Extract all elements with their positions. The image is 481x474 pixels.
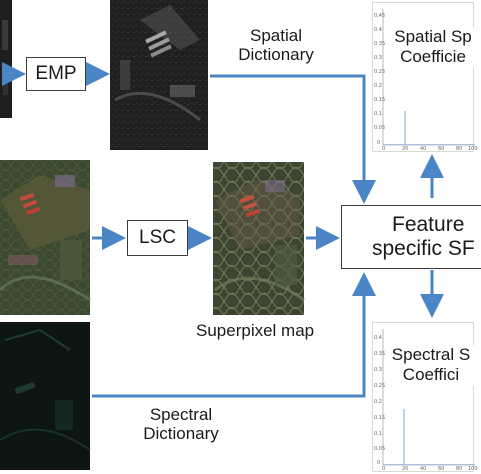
flow-arrows xyxy=(2,62,444,398)
spatial-ytick-9: 0 xyxy=(377,140,381,146)
spectral-xtick-0: 0 xyxy=(382,466,386,472)
spatial-ytick-6: 0.15 xyxy=(374,97,386,103)
spatial-ytick-8: 0.05 xyxy=(374,125,386,131)
lsc-block: LSC xyxy=(127,220,188,256)
spectral-data-image xyxy=(0,322,91,470)
feature-specific-block: Feature specific SF xyxy=(341,205,481,269)
spectral-ytick-1: 0.35 xyxy=(374,351,386,357)
spatial-ytick-2: 0.35 xyxy=(374,41,386,47)
spatial-xtick-0: 0 xyxy=(382,146,386,152)
spectral-xtick-2: 40 xyxy=(420,466,427,472)
spectral-dictionary-line2: Dictionary xyxy=(143,424,219,444)
spectral-chart-title-line2: Coeffici xyxy=(402,365,460,385)
spatial-xtick-4: 80 xyxy=(456,146,463,152)
spectral-chart-title: Spectral S Coeffici xyxy=(387,345,475,386)
spatial-chart-title: Spatial Sp Coefficie xyxy=(391,27,475,68)
spectral-xtick-3: 60 xyxy=(438,466,445,472)
spatial-xtick-5: 100 xyxy=(468,146,478,152)
spectral-ytick-7: 0.05 xyxy=(374,446,386,452)
false-color-composite-image xyxy=(0,160,91,315)
spectral-dictionary-label: Spectral Dictionary xyxy=(132,405,230,443)
spatial-chart-title-line1: Spatial Sp xyxy=(394,27,472,46)
spectral-xtick-4: 80 xyxy=(456,466,463,472)
spatial-xtick-2: 40 xyxy=(420,146,427,152)
spatial-xtick-1: 20 xyxy=(402,146,409,152)
spatial-coefficient-chart: 0.45 0.4 0.35 0.3 0.25 0.2 0.15 0.1 0.05… xyxy=(372,2,478,152)
spatial-dictionary-line1: Spatial xyxy=(250,26,302,45)
spectral-ytick-6: 0.1 xyxy=(374,431,382,437)
spectral-dictionary-line1: Spectral xyxy=(149,405,213,424)
spatial-ytick-5: 0.2 xyxy=(374,83,382,89)
spectral-ytick-3: 0.25 xyxy=(374,383,386,389)
spectral-xtick-1: 20 xyxy=(402,466,409,472)
emp-block-label: EMP xyxy=(35,63,77,84)
spatial-ytick-1: 0.4 xyxy=(374,27,382,33)
lsc-block-label: LSC xyxy=(139,227,176,248)
emp-block: EMP xyxy=(26,57,86,91)
hyperspectral-band-image xyxy=(0,0,12,118)
spatial-ytick-4: 0.25 xyxy=(374,69,386,75)
spectral-ytick-5: 0.15 xyxy=(374,415,386,421)
spatial-xtick-3: 60 xyxy=(438,146,445,152)
feature-block-line1: Feature xyxy=(392,213,465,236)
spectral-coefficient-chart: 0.4 0.35 0.3 0.25 0.2 0.15 0.1 0.05 0 0 … xyxy=(372,322,478,472)
emp-feature-image xyxy=(110,0,208,150)
spectral-ytick-8: 0 xyxy=(377,460,381,466)
spectral-ytick-2: 0.3 xyxy=(374,367,382,373)
spatial-dictionary-line2: Dictionary xyxy=(238,45,314,65)
spectral-xtick-5: 100 xyxy=(468,466,478,472)
spatial-chart-axes xyxy=(382,9,475,146)
spectral-chart-axes xyxy=(382,329,475,466)
spectral-ytick-4: 0.2 xyxy=(374,399,382,405)
superpixel-map-label: Superpixel map xyxy=(196,321,315,340)
spatial-dictionary-label: Spatial Dictionary xyxy=(228,26,324,64)
feature-block-line2: specific SF xyxy=(372,237,475,260)
spectral-ytick-0: 0.4 xyxy=(374,335,382,341)
spatial-chart-title-line2: Coefficie xyxy=(400,47,466,67)
spatial-ytick-0: 0.45 xyxy=(374,13,386,19)
superpixel-map-image xyxy=(213,162,305,315)
spatial-ytick-7: 0.1 xyxy=(374,111,382,117)
spectral-chart-title-line1: Spectral S xyxy=(391,345,471,364)
spatial-ytick-3: 0.3 xyxy=(374,55,382,61)
